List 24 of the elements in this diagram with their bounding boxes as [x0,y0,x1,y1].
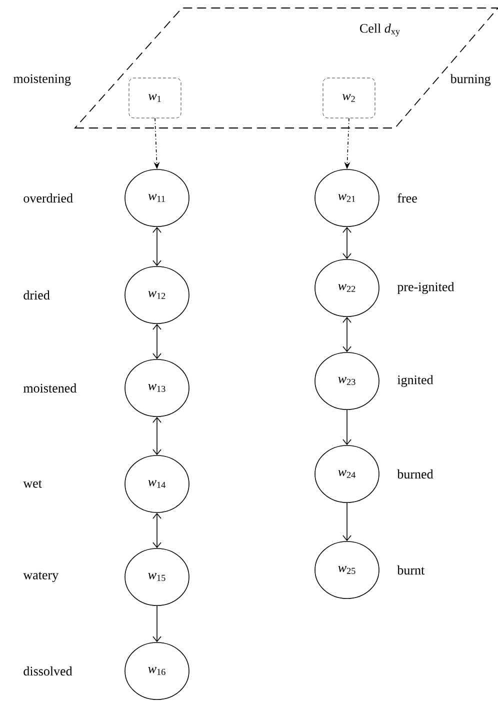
state-label: burnt [397,565,425,575]
state-label: watery [23,572,59,582]
state-label: moistening [13,74,71,86]
state-label: dissolved [24,666,72,676]
arrow [342,502,352,542]
state-label: overdried [24,193,73,203]
arrow [342,226,352,260]
state-label: free [398,193,417,203]
state-label: pre-ignited [397,282,454,294]
state-label: dried [24,290,50,300]
arrow [152,512,162,548]
arrow [152,226,162,266]
state-box: w$_{1}$ [128,78,182,118]
arrow [152,606,162,642]
state-label: ignited [397,375,434,387]
arrow [152,416,162,456]
state-label: burning [450,74,491,86]
arrow [342,316,352,352]
state-box: w$_{2}$ [322,78,376,118]
arrow [342,410,352,446]
arrow [152,324,162,360]
state-label: burned [397,469,434,479]
state-label: wet [23,480,42,488]
state-label: moistened [23,383,76,393]
